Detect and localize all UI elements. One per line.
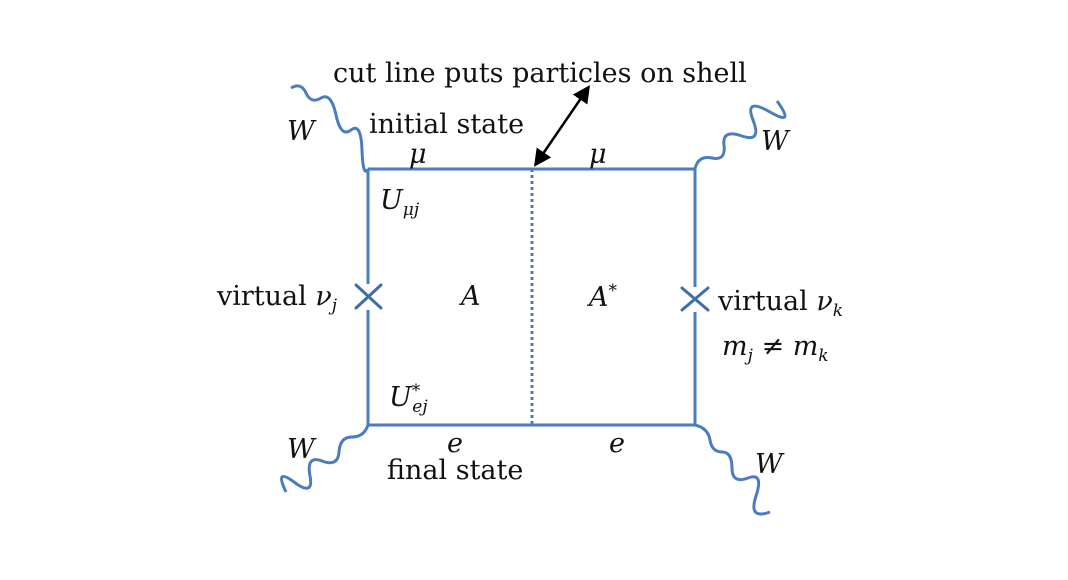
left-virtual-cross [354, 283, 383, 310]
virtual-nu-j-label: virtual νj [217, 281, 338, 316]
mu-label-right: μ [589, 139, 607, 170]
e-label-right: e [609, 428, 625, 459]
e-label-left: e [447, 428, 463, 459]
virtual-nu-k-label: virtual νk [718, 286, 844, 321]
w-boson-top-left [290, 84, 370, 173]
w-boson-bottom-right [694, 423, 771, 516]
cut-line-note: cut line puts particles on shell [333, 58, 747, 89]
mu-label-left: μ [409, 139, 427, 170]
w-label-top-left: W [287, 116, 315, 147]
right-virtual-cross [680, 286, 710, 312]
mass-inequality: mj ≠ mk [722, 331, 829, 366]
w-boson-bottom-left [280, 424, 370, 493]
amplitude-a-conjugate: A* [589, 281, 617, 313]
w-boson-top-right [693, 100, 787, 170]
cut-line-arrow [534, 85, 590, 167]
mixing-u-mu-j: Uμj [380, 185, 420, 220]
initial-state-label: initial state [369, 109, 525, 140]
w-label-bottom-left: W [287, 434, 315, 465]
amplitude-a: A [461, 281, 481, 312]
mixing-u-e-j: U*ej [389, 381, 428, 417]
w-label-bottom-right: W [755, 449, 783, 480]
final-state-label: final state [387, 455, 524, 486]
w-label-top-right: W [761, 126, 789, 157]
